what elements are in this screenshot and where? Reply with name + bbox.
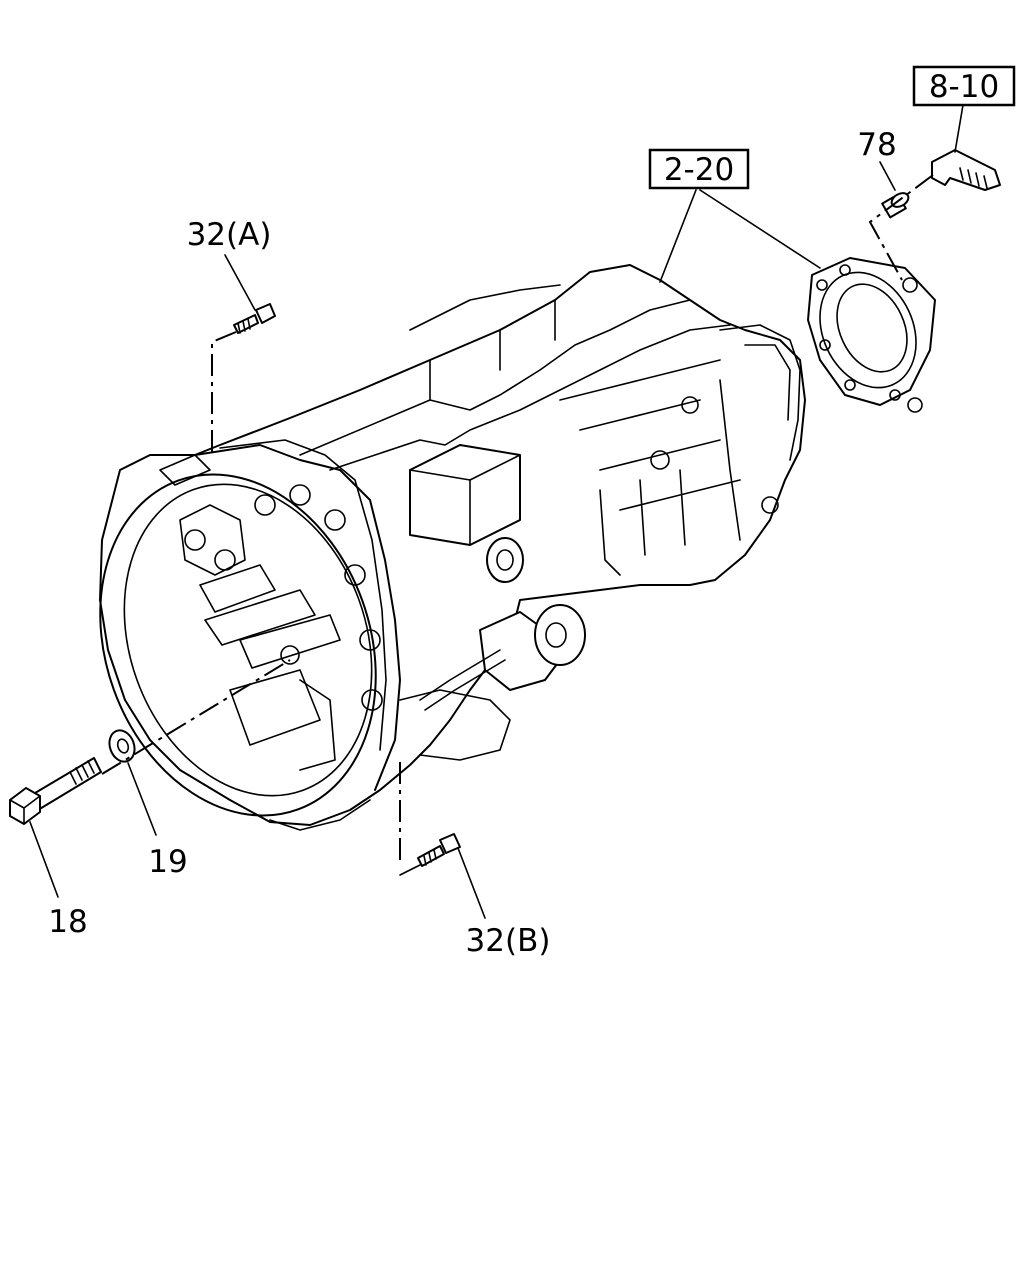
bolt-32b <box>417 833 461 867</box>
callout-2-20: 2-20 <box>664 152 734 188</box>
callout-18: 18 <box>48 904 87 940</box>
bolt-18 <box>9 757 102 825</box>
transmission-housing <box>99 264 806 831</box>
callout-32b: 32(B) <box>466 923 551 959</box>
callout-labels: 8-10 2-20 78 32(A) 32(B) 19 18 <box>48 65 1016 959</box>
callout-78: 78 <box>857 127 896 163</box>
ref-box-8-10 <box>912 65 1016 107</box>
elbow-fitting-8-10 <box>931 149 1001 191</box>
callout-8-10: 8-10 <box>929 69 999 105</box>
leader-lines <box>29 104 964 919</box>
ref-box-2-20 <box>648 148 750 190</box>
plug-78 <box>881 192 910 219</box>
washer-19 <box>108 729 136 763</box>
callout-19: 19 <box>148 844 187 880</box>
rear-cover <box>807 257 936 413</box>
callout-32a: 32(A) <box>187 217 272 253</box>
bolt-32a <box>233 303 276 334</box>
